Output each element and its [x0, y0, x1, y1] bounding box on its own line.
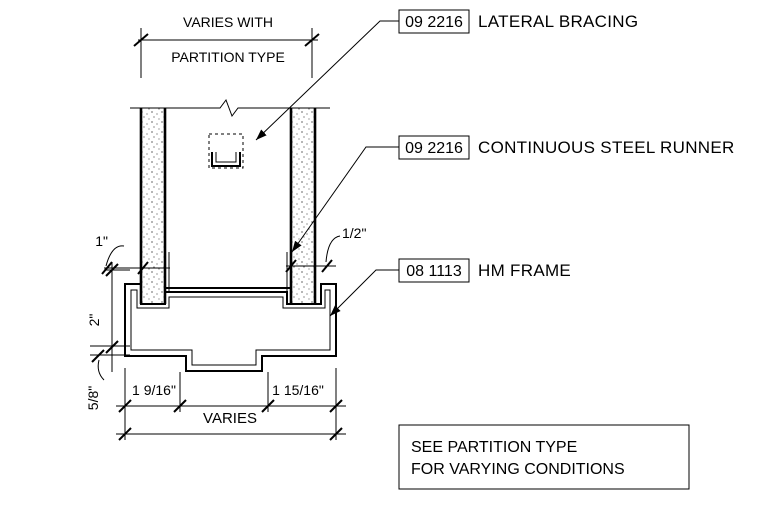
continuous-steel-runner [164, 250, 292, 293]
lateral-bracing-channel [208, 133, 244, 169]
five-eighths-dimension: 5/8" [85, 349, 130, 410]
five-eighths-label: 5/8" [85, 386, 101, 410]
note-line2: FOR VARYING CONDITIONS [411, 461, 625, 478]
callout-hm-frame-tag: 08 1113 [406, 263, 462, 280]
half-inch-dimension: 1/2" [285, 225, 366, 273]
callout-lateral-bracing: 09 2216 LATERAL BRACING [255, 9, 638, 141]
bottom-dimension-label: VARIES [203, 410, 257, 427]
right-return-label: 1 15/16" [272, 382, 324, 398]
callout-steel-runner-tag: 09 2216 [405, 140, 463, 157]
break-line [130, 98, 330, 118]
callout-lateral-bracing-tag: 09 2216 [405, 14, 463, 31]
one-inch-dimension: 1" [95, 233, 170, 275]
hm-frame [124, 283, 337, 372]
return-dimensions: 1 9/16" 1 15/16" [116, 368, 346, 413]
callout-hm-frame: 08 1113 HM FRAME [329, 258, 571, 317]
callout-continuous-steel-runner: 09 2216 CONTINUOUS STEEL RUNNER [291, 135, 735, 253]
half-inch-label: 1/2" [342, 225, 366, 241]
left-gypsum-board [139, 108, 167, 305]
callout-hm-frame-label: HM FRAME [478, 261, 571, 280]
partition-note-box: SEE PARTITION TYPE FOR VARYING CONDITION… [398, 424, 690, 490]
top-dimension: VARIES WITH PARTITION TYPE [133, 14, 320, 78]
bottom-dimension: VARIES [116, 410, 346, 441]
right-gypsum-board [289, 108, 317, 305]
one-inch-label: 1" [95, 233, 108, 249]
two-inch-label: 2" [86, 314, 102, 327]
note-line1: SEE PARTITION TYPE [411, 439, 577, 456]
left-return-label: 1 9/16" [132, 382, 176, 398]
top-dimension-line1: VARIES WITH [183, 14, 273, 30]
top-dimension-line2: PARTITION TYPE [171, 49, 285, 65]
callout-lateral-bracing-label: LATERAL BRACING [478, 12, 638, 31]
two-inch-dimension: 2" [86, 262, 130, 372]
callout-steel-runner-label: CONTINUOUS STEEL RUNNER [478, 138, 735, 157]
